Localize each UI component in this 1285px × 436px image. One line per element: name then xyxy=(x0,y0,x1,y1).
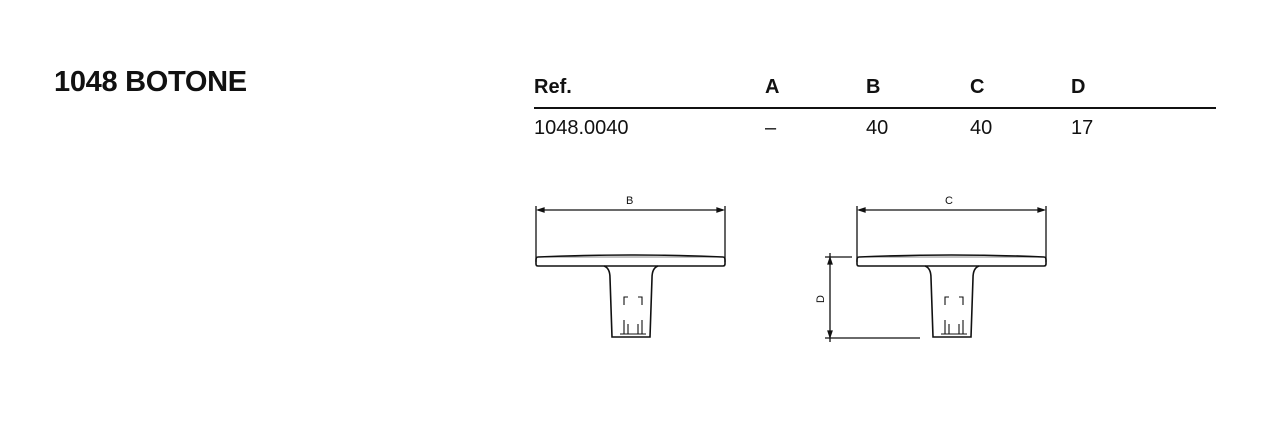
table-header: Ref. A B C D xyxy=(534,74,1216,109)
cell-ref: 1048.0040 xyxy=(534,117,629,139)
header-ref: Ref. xyxy=(534,76,572,98)
product-title: 1048 BOTONE xyxy=(54,66,247,98)
cell-a: – xyxy=(765,117,777,139)
dimension-label-c: C xyxy=(945,195,953,207)
cell-d: 17 xyxy=(1071,117,1094,139)
header-c: C xyxy=(970,76,985,98)
dimensions-table: Ref. A B C D 1048.0040 – 40 40 17 xyxy=(534,74,1216,145)
side-view-drawing xyxy=(856,205,1047,338)
header-d: D xyxy=(1071,76,1086,98)
dimension-label-d: D xyxy=(814,295,827,303)
front-view-drawing xyxy=(535,205,726,338)
cell-c: 40 xyxy=(970,117,993,139)
header-a: A xyxy=(765,76,780,98)
table-row: 1048.0040 – 40 40 17 xyxy=(534,115,1216,145)
header-b: B xyxy=(866,76,881,98)
height-dimension xyxy=(825,253,920,342)
cell-b: 40 xyxy=(866,117,889,139)
dimension-label-b: B xyxy=(626,195,634,207)
